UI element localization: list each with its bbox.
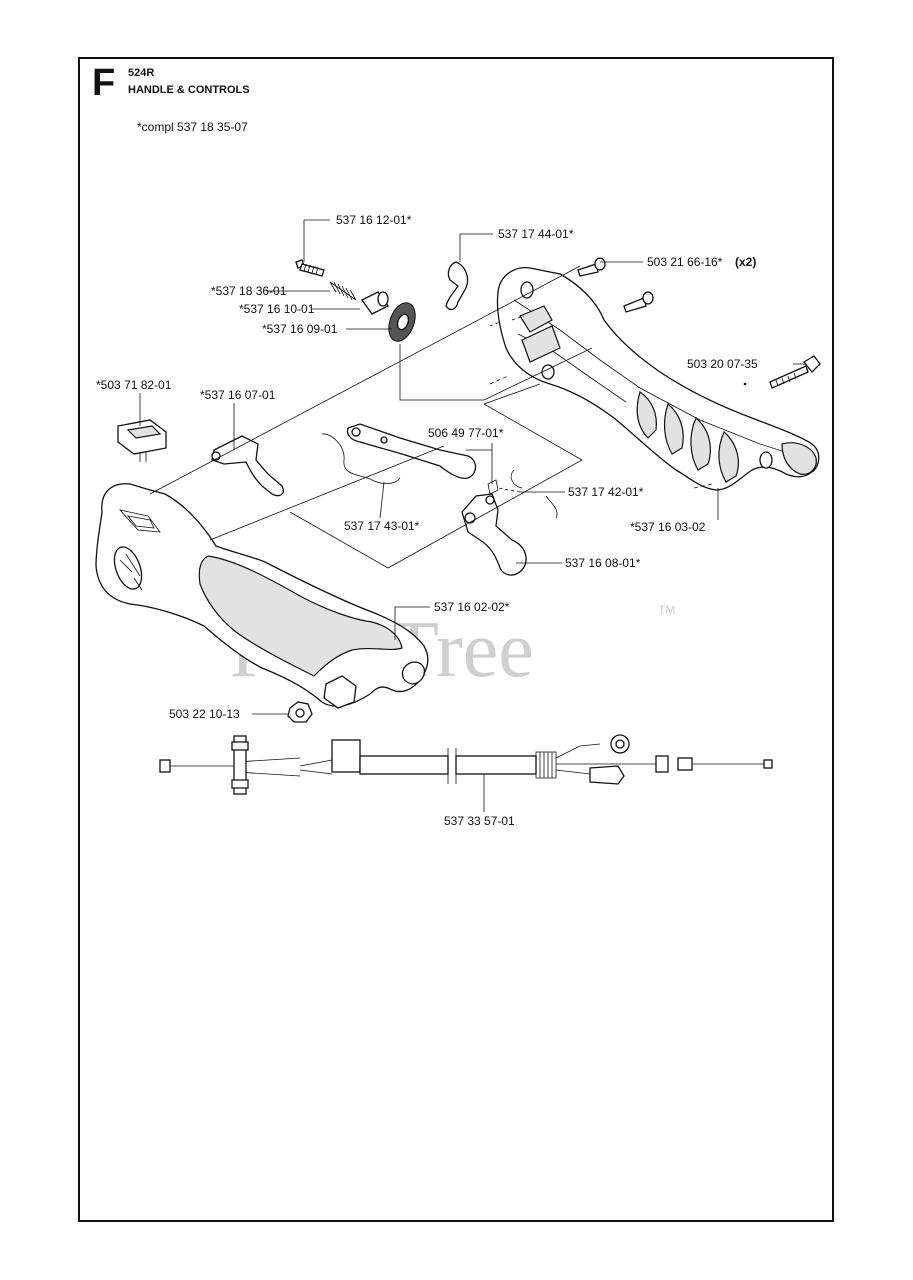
label-503-21-66-16: 503 21 66-16* [647,255,723,269]
label-503-20-07-35: 503 20 07-35 [687,357,758,371]
model-number: 524R [128,67,155,79]
nut-503-22-10-13 [287,701,313,723]
complete-assembly-note: *compl 537 18 35-07 [137,120,248,134]
label-537-17-42-01: 537 17 42-01* [568,485,644,499]
label-537-33-57-01: 537 33 57-01 [444,814,515,828]
label-537-16-09-01: *537 16 09-01 [262,322,338,336]
label-503-22-10-13: 503 22 10-13 [169,707,240,721]
clip-537-17-44-01 [445,261,469,311]
throttle-trigger-537-16-08-01 [461,493,527,576]
label-537-16-02-02: 537 16 02-02* [434,600,510,614]
section-letter: F [92,62,116,104]
gear-537-16-09-01 [388,302,416,342]
spring-506-49-77-01 [487,479,499,495]
section-title: HANDLE & CONTROLS [128,84,250,96]
label-537-16-10-01: *537 16 10-01 [239,302,315,316]
switch-503-71-82-01 [117,419,167,462]
label-537-16-12-01: 537 16 12-01* [336,213,412,227]
label-506-49-77-01: 506 49 77-01* [428,426,504,440]
part-labels: 537 16 12-01* 537 17 44-01* 503 21 66-16… [96,213,758,828]
handle-grip-drawing [95,483,429,709]
page-frame [78,57,834,1222]
label-503-71-82-01: *503 71 82-01 [96,378,172,392]
label-537-17-43-01: 537 17 43-01* [344,519,420,533]
cable-assembly-537-33-57-01 [159,734,773,795]
throttle-lock-537-17-43-01 [346,423,477,480]
label-537-17-44-01: 537 17 44-01* [498,227,574,241]
screw-503-21-66-16 [577,257,654,313]
screw-503-20-07-35 [769,355,821,389]
label-503-21-66-16-qty: (x2) [735,255,756,269]
leader-lines [139,219,806,812]
label-537-16-07-01: *537 16 07-01 [200,388,276,402]
spring-537-18-36-01 [329,281,357,301]
label-537-16-08-01: 537 16 08-01* [565,556,641,570]
sleeve-537-16-10-01 [361,291,389,315]
lever-537-16-07-01 [211,435,284,497]
handle-housing-drawing [496,267,820,491]
watermark-tm: TM [658,603,675,617]
label-537-18-36-01: *537 18 36-01 [211,284,287,298]
screw-537-16-12-01 [295,259,325,277]
label-537-16-03-02: *537 16 03-02 [630,520,706,534]
